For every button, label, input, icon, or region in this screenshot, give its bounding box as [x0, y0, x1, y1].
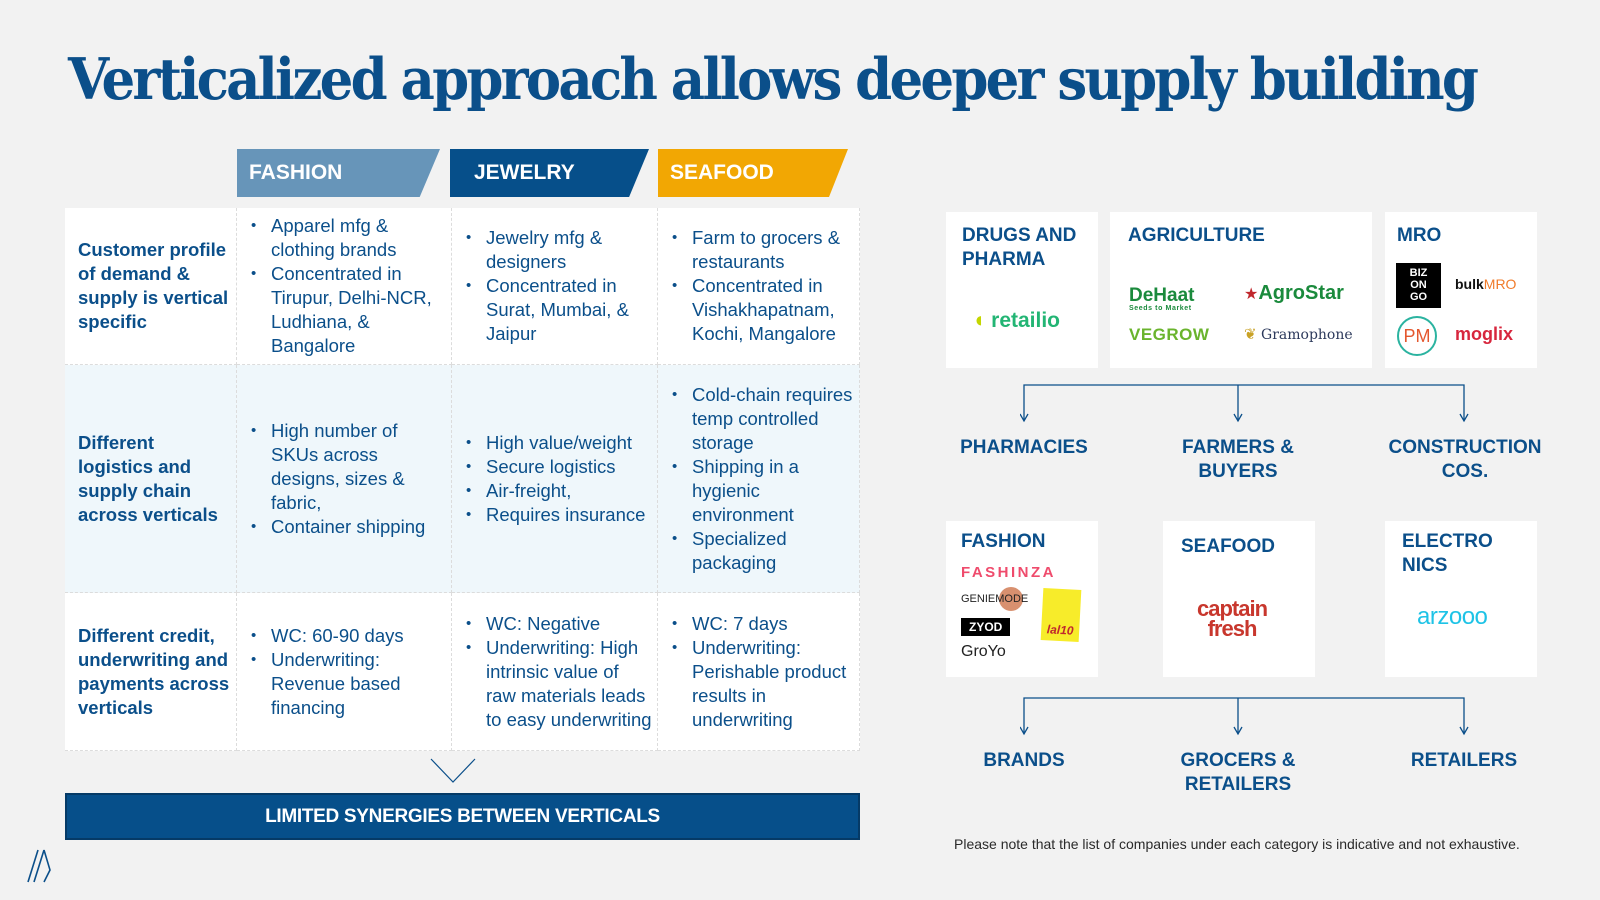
- geniemode-circle-icon: [999, 587, 1023, 611]
- category-card-agriculture: AGRICULTURE DeHaat Seeds to Market ★Agro…: [1110, 212, 1372, 368]
- bullet-item: Concentrated in Vishakhapatnam, Kochi, M…: [670, 274, 855, 346]
- bullet-item: Apparel mfg & clothing brands: [249, 214, 447, 262]
- bullet-item: Shipping in a hygienic environment: [670, 455, 855, 527]
- logo-retailio: ◖ retailio: [972, 307, 1060, 332]
- card-title: DRUGS AND PHARMA: [962, 225, 1077, 270]
- company-logo-icon: [27, 849, 51, 883]
- bullet-list: High number of SKUs across designs, size…: [237, 419, 451, 539]
- column-header-fashion: FASHION: [237, 149, 440, 197]
- table-cell-seafood: Cold-chain requires temp controlled stor…: [658, 365, 860, 593]
- bullet-list: Apparel mfg & clothing brandsConcentrate…: [237, 214, 451, 358]
- bullet-item: WC: 60-90 days: [249, 624, 447, 648]
- logo-groyo: GroYo: [961, 643, 1006, 660]
- bullet-item: Concentrated in Surat, Mumbai, & Jaipur: [464, 274, 653, 346]
- category-card-fashion: FASHION FASHINZA GENIEMODE ZYOD GroYo la…: [946, 521, 1098, 677]
- bullet-item: Requires insurance: [464, 503, 645, 527]
- comparison-table: Customer profile of demand & supply is v…: [65, 208, 860, 751]
- bullet-item: Container shipping: [249, 515, 447, 539]
- bullet-item: Underwriting: Revenue based financing: [249, 648, 447, 720]
- column-header-jewelry: JEWELRY: [450, 149, 649, 197]
- bullet-item: High value/weight: [464, 431, 645, 455]
- logo-agrostar: ★AgroStar: [1244, 282, 1344, 304]
- bullet-list: WC: 60-90 daysUnderwriting: Revenue base…: [237, 624, 451, 720]
- bullet-item: Underwriting: Perishable product results…: [670, 636, 855, 732]
- connector-arrows-bottom: [1020, 697, 1469, 736]
- logo-zyod: ZYOD: [961, 618, 1011, 636]
- synergy-banner: LIMITED SYNERGIES BETWEEN VERTICALS: [65, 793, 860, 840]
- retailio-mark-icon: ◖: [972, 307, 986, 332]
- table-cell-jewelry: High value/weightSecure logisticsAir-fre…: [452, 365, 658, 593]
- logo-vegrow: VEGROW: [1129, 325, 1210, 344]
- card-title: AGRICULTURE: [1128, 225, 1265, 246]
- table-cell-jewelry: Jewelry mfg & designersConcentrated in S…: [452, 208, 658, 365]
- logo-fashinza: FASHINZA: [961, 564, 1056, 581]
- row-header: Different credit, underwriting and payme…: [65, 593, 237, 751]
- table-cell-jewelry: WC: NegativeUnderwriting: High intrinsic…: [452, 593, 658, 751]
- bullet-list: Farm to grocers & restaurantsConcentrate…: [658, 226, 859, 346]
- logo-bulkmro: bulkMRO: [1455, 276, 1517, 292]
- star-icon: ★: [1244, 286, 1259, 303]
- bullet-list: High value/weightSecure logisticsAir-fre…: [452, 431, 649, 527]
- outcome-brands: BRANDS: [983, 750, 1065, 771]
- row-header: Different logistics and supply chain acr…: [65, 365, 237, 593]
- outcome-farmers-buyers: FARMERS & BUYERS: [1182, 437, 1294, 482]
- bullet-item: Jewelry mfg & designers: [464, 226, 653, 274]
- card-title: FASHION: [961, 531, 1046, 552]
- logo-arzooo: arzooo: [1417, 603, 1488, 630]
- bullet-item: WC: Negative: [464, 612, 653, 636]
- bullet-list: Cold-chain requires temp controlled stor…: [658, 383, 859, 575]
- column-header-seafood: SEAFOOD: [658, 149, 848, 197]
- table-cell-fashion: High number of SKUs across designs, size…: [237, 365, 452, 593]
- logo-pm: PM: [1397, 316, 1437, 356]
- table-cell-fashion: Apparel mfg & clothing brandsConcentrate…: [237, 208, 452, 365]
- bullet-item: Concentrated in Tirupur, Delhi-NCR, Ludh…: [249, 262, 447, 358]
- logo-geniemode: GENIEMODE: [961, 587, 1028, 611]
- logo-gramophone: ❦ Gramophone: [1244, 325, 1353, 343]
- bullet-item: Air-freight,: [464, 479, 645, 503]
- connector-arrows-top: [1020, 384, 1469, 423]
- table-cell-fashion: WC: 60-90 daysUnderwriting: Revenue base…: [237, 593, 452, 751]
- outcome-retailers: RETAILERS: [1410, 750, 1518, 771]
- leaf-icon: ❦: [1244, 325, 1257, 343]
- logo-captain-fresh: captain fresh: [1197, 596, 1268, 641]
- bullet-item: Farm to grocers & restaurants: [670, 226, 855, 274]
- category-card-electronics: ELECTRO NICS arzooo: [1385, 521, 1537, 677]
- bullet-item: Underwriting: High intrinsic value of ra…: [464, 636, 653, 732]
- row-header: Customer profile of demand & supply is v…: [65, 208, 237, 365]
- page-title: Verticalized approach allows deeper supp…: [68, 46, 1479, 113]
- chevron-down-icon: [430, 758, 476, 783]
- logo-lal10: lal10: [1040, 588, 1082, 642]
- logo-moglix: moglix: [1455, 324, 1514, 344]
- disclaimer-note: Please note that the list of companies u…: [954, 836, 1520, 852]
- category-card-drugs-pharma: DRUGS AND PHARMA ◖ retailio: [946, 212, 1098, 368]
- category-card-seafood: SEAFOOD captain fresh: [1163, 521, 1315, 677]
- bullet-list: Jewelry mfg & designersConcentrated in S…: [452, 226, 657, 346]
- category-card-mro: MRO BIZ ON GO bulkMRO PM moglix: [1385, 212, 1537, 368]
- outcome-construction: CONSTRUCTION COS.: [1388, 437, 1542, 482]
- card-title: MRO: [1397, 225, 1442, 246]
- bullet-list: WC: 7 daysUnderwriting: Perishable produ…: [658, 612, 859, 732]
- bullet-item: Secure logistics: [464, 455, 645, 479]
- table-cell-seafood: Farm to grocers & restaurantsConcentrate…: [658, 208, 860, 365]
- bullet-item: WC: 7 days: [670, 612, 855, 636]
- card-title: SEAFOOD: [1181, 536, 1275, 557]
- outcome-grocers-retailers: GROCERS & RETAILERS: [1180, 750, 1296, 795]
- logo-bizongo: BIZ ON GO: [1396, 263, 1441, 308]
- outcome-pharmacies: PHARMACIES: [960, 437, 1088, 458]
- bullet-list: WC: NegativeUnderwriting: High intrinsic…: [452, 612, 657, 732]
- logo-dehaat: DeHaat Seeds to Market: [1129, 285, 1195, 312]
- bullet-item: High number of SKUs across designs, size…: [249, 419, 447, 515]
- table-cell-seafood: WC: 7 daysUnderwriting: Perishable produ…: [658, 593, 860, 751]
- card-title: ELECTRO NICS: [1402, 531, 1493, 576]
- bullet-item: Specialized packaging: [670, 527, 855, 575]
- bullet-item: Cold-chain requires temp controlled stor…: [670, 383, 855, 455]
